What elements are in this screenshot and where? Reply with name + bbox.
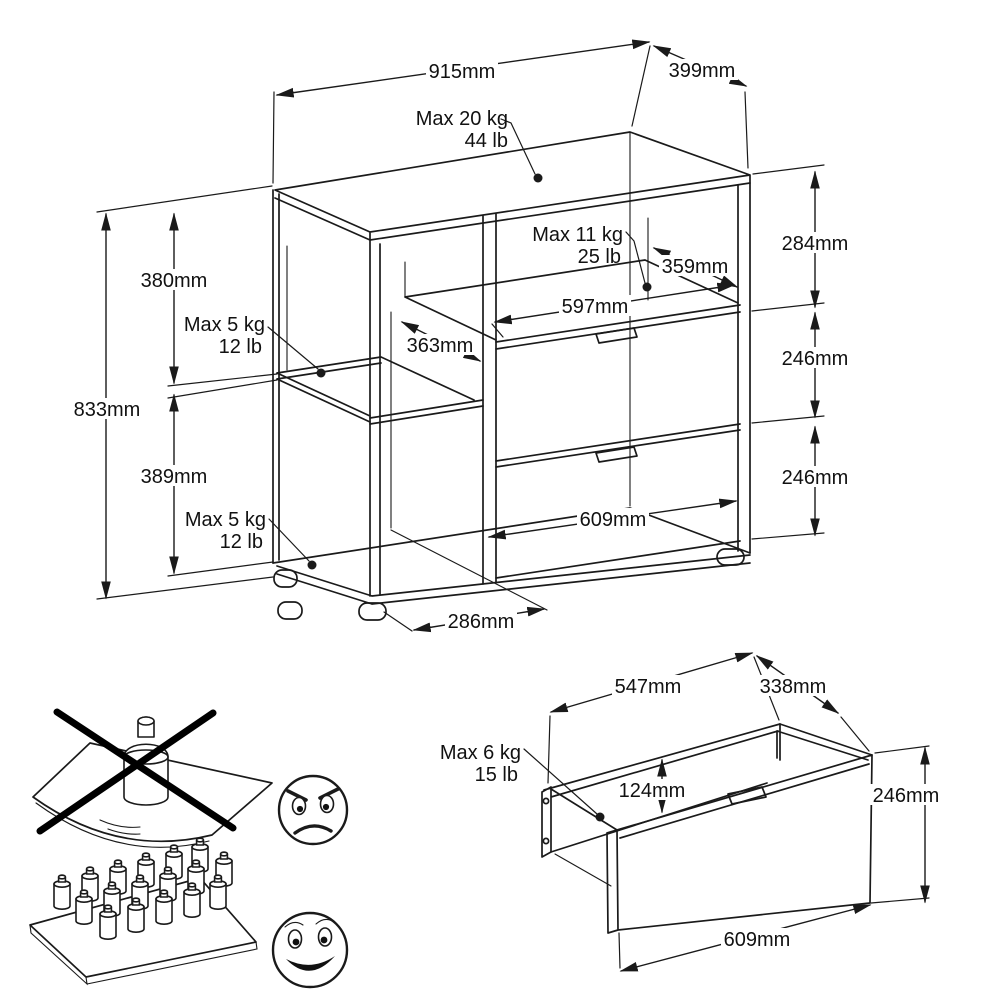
smiley-face-icon — [271, 911, 349, 989]
smile — [286, 956, 335, 971]
lower-shelf-max-load-lb: 12 lb — [220, 531, 263, 553]
drawer-inner-width-label: 547mm — [615, 676, 682, 698]
cubby-depth-label: 359mm — [662, 256, 729, 278]
drawer-front-height-label: 246mm — [873, 785, 940, 807]
cubby-max-load-lb: 25 lb — [578, 246, 621, 268]
main-dimension-labels: 915mm 399mm 833mm 380mm 389mm 284mm 246m… — [71, 59, 851, 633]
cross-out-x — [36, 708, 237, 835]
drawer-max-load-kg: Max 6 kg — [440, 742, 521, 764]
upper-shelf-load-point — [316, 368, 326, 378]
main-cabinet-drawing — [272, 131, 751, 621]
cubby-load-point — [642, 282, 652, 292]
angry-face-icon — [277, 774, 349, 846]
drawer-inner-depth-label: 338mm — [760, 676, 827, 698]
drawer-dimension-lines — [523, 652, 930, 972]
lower-section-height-label: 389mm — [141, 466, 208, 488]
overall-width-label: 915mm — [429, 61, 496, 83]
distributed-load-icon — [29, 837, 258, 986]
drawer-front-width-label: 609mm — [724, 929, 791, 951]
drawer-load-point — [595, 812, 605, 822]
top-max-load-lb: 44 lb — [465, 130, 508, 152]
upper-shelf-max-load-kg: Max 5 kg — [184, 314, 265, 336]
cubby-height-label: 284mm — [782, 233, 849, 255]
single-heavy-load-prohibited-icon — [32, 708, 273, 848]
overall-height-label: 833mm — [74, 399, 141, 421]
lower-drawer-height-label: 246mm — [782, 467, 849, 489]
drawer-detail-drawing — [541, 723, 873, 934]
top-max-load-kg: Max 20 kg — [416, 108, 508, 130]
lower-shelf-load-point — [307, 560, 317, 570]
cubby-width-label: 597mm — [562, 296, 629, 318]
shelf-depth-label: 363mm — [407, 335, 474, 357]
upper-drawer-height-label: 246mm — [782, 348, 849, 370]
bottom-inner-width-label: 286mm — [448, 611, 515, 633]
top-load-point — [533, 173, 543, 183]
cabinet-feet — [273, 548, 745, 621]
overall-depth-label: 399mm — [669, 60, 736, 82]
drawer-width-label: 609mm — [580, 509, 647, 531]
upper-section-height-label: 380mm — [141, 270, 208, 292]
lower-shelf-max-load-kg: Max 5 kg — [185, 509, 266, 531]
drawer-dimension-labels: 547mm 338mm 124mm 246mm 609mm Max 6 kg 1… — [440, 675, 942, 951]
upper-shelf-max-load-lb: 12 lb — [219, 336, 262, 358]
drawer-max-load-lb: 15 lb — [475, 764, 518, 786]
drawer-inner-height-label: 124mm — [619, 780, 686, 802]
cubby-max-load-kg: Max 11 kg — [532, 224, 623, 246]
